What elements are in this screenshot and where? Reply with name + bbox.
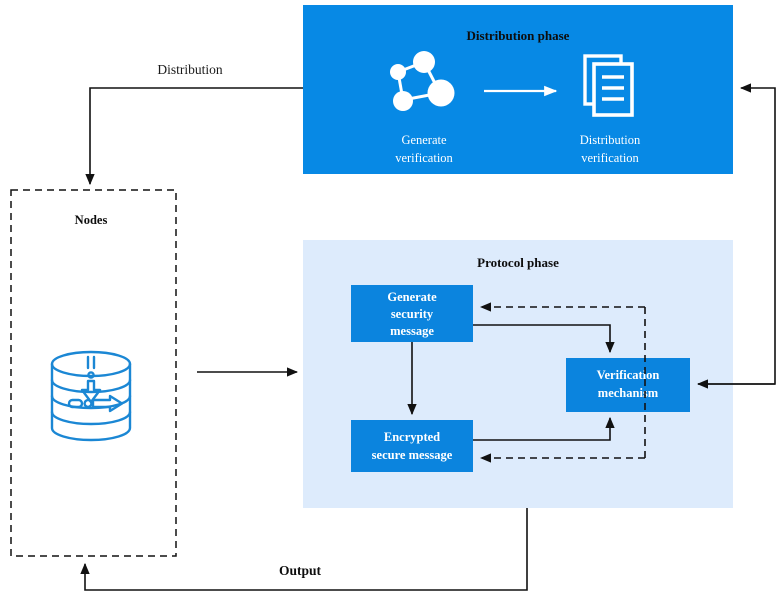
generate-verification-caption-line2: verification bbox=[395, 151, 453, 165]
edge-label-output: Output bbox=[279, 563, 322, 578]
generate-security-message-line1: Generate bbox=[387, 290, 437, 304]
generate-security-message-box[interactable]: Generate security message bbox=[351, 285, 473, 342]
generate-security-message-line3: message bbox=[390, 324, 434, 338]
documents-icon bbox=[583, 54, 634, 117]
edge-encrypted-to-verification bbox=[473, 416, 615, 441]
distribution-verification-caption-line2: verification bbox=[581, 151, 639, 165]
generate-security-message-rect[interactable] bbox=[351, 285, 473, 342]
verification-mechanism-rect[interactable] bbox=[566, 358, 690, 412]
generate-verification-caption-line1: Generate bbox=[401, 133, 447, 147]
edge-label-distribution: Distribution bbox=[157, 62, 223, 77]
edge-generate-to-verification bbox=[473, 324, 615, 354]
generate-security-message-line2: security bbox=[391, 307, 434, 321]
distribution-phase-title: Distribution phase bbox=[467, 28, 570, 43]
database-stack-icon bbox=[50, 350, 132, 442]
protocol-phase-panel: Protocol phase Generate security message… bbox=[303, 240, 733, 508]
edge-output-to-nodes bbox=[80, 508, 528, 591]
verification-mechanism-line1: Verification bbox=[597, 368, 660, 382]
nodes-title: Nodes bbox=[75, 213, 108, 227]
encrypted-secure-message-line1: Encrypted bbox=[384, 430, 440, 444]
nodes-dashed-border bbox=[10, 189, 177, 557]
distribution-phase-background bbox=[303, 5, 733, 174]
verification-mechanism-box[interactable]: Verification mechanism bbox=[566, 358, 690, 412]
verification-mechanism-line2: mechanism bbox=[598, 386, 659, 400]
edge-distribution-to-nodes bbox=[85, 87, 303, 186]
network-graph-icon bbox=[390, 51, 455, 111]
distribution-phase-panel: Distribution phase Generate verification bbox=[303, 5, 733, 174]
protocol-phase-title: Protocol phase bbox=[477, 255, 559, 270]
encrypted-secure-message-box[interactable]: Encrypted secure message bbox=[351, 420, 473, 472]
nodes-container: Nodes bbox=[10, 189, 177, 557]
distribution-verification-caption-line1: Distribution bbox=[580, 133, 641, 147]
encrypted-secure-message-rect[interactable] bbox=[351, 420, 473, 472]
encrypted-secure-message-line2: secure message bbox=[372, 448, 453, 462]
